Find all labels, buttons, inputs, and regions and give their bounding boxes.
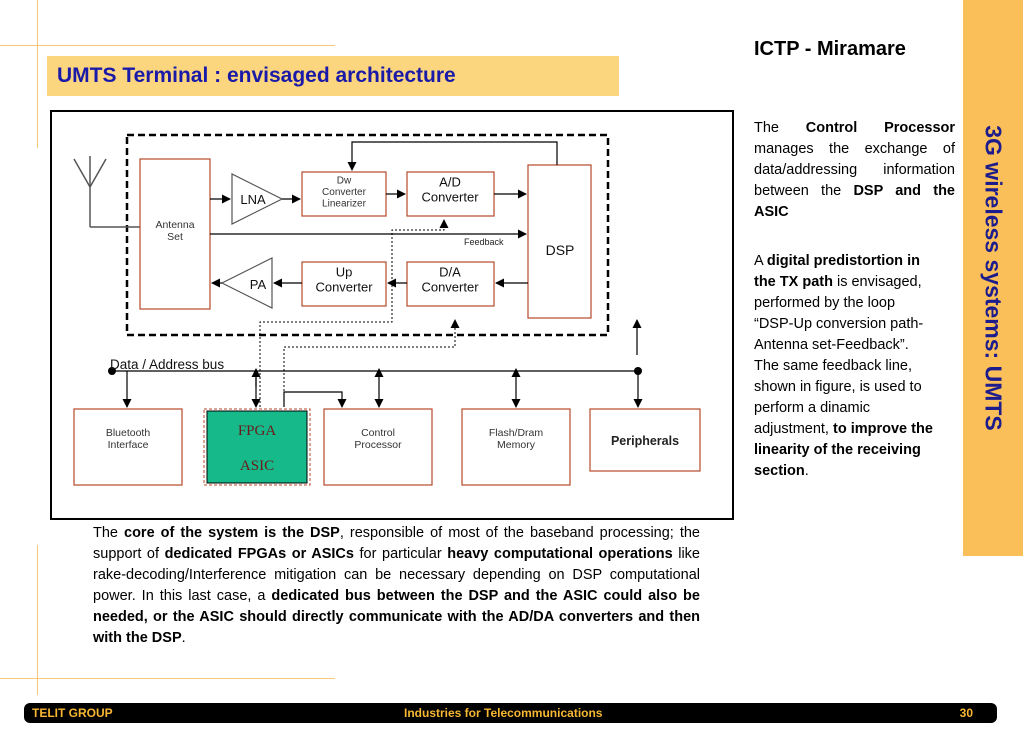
fpga-asic-block (206, 410, 308, 484)
bold-text-run: dedicated bus between the DSP and the AS… (93, 588, 700, 646)
pa-amplifier (220, 257, 273, 309)
control-processor-note: The Control Processor manages the exchan… (754, 118, 955, 223)
bold-text-run: DSP and the ASIC (754, 183, 955, 220)
text-run: A (754, 253, 767, 269)
dw-converter-block (301, 171, 387, 217)
bold-text-run: digital predistortion in the TX path (754, 253, 920, 290)
lna-label: LNA (240, 192, 266, 207)
fpga-asic-outline (203, 408, 311, 486)
institution-label: ICTP - Miramare (754, 38, 906, 60)
asic-link-da (283, 319, 460, 407)
text-run: , responsible of most of the baseband pr… (93, 525, 701, 562)
bluetooth-interface-block (73, 408, 183, 486)
bold-text-run: to improve the linearity of the receivin… (754, 421, 933, 479)
side-banner: 3G wireless systems: UMTS (963, 0, 1023, 556)
antenna-set-block (139, 158, 211, 310)
footer-bar: TELIT GROUP Industries for Telecommunica… (24, 703, 997, 723)
dsp-core-description: The core of the system is the DSP, respo… (93, 523, 700, 649)
up-converter-block (301, 261, 387, 307)
title-banner: UMTS Terminal : envisaged architecture (47, 56, 619, 96)
dsp-control-loop (347, 141, 558, 171)
bold-text-run: core of the system is the DSP (124, 525, 340, 541)
decorative-line (0, 45, 335, 46)
page-number: 30 (959, 706, 973, 720)
da-converter-block (406, 261, 495, 307)
text-run: manages the exchange of data/addressing … (754, 141, 955, 199)
bus-start-dot (108, 367, 116, 375)
bold-text-run: dedicated FPGAs or ASICs (164, 546, 354, 562)
asic-label: ASIC (240, 458, 274, 474)
text-run: The (754, 120, 806, 136)
lna-amplifier (231, 173, 284, 225)
feedback-label: Feedback (464, 237, 504, 247)
decorative-line (0, 678, 335, 679)
peripherals-block (589, 408, 701, 472)
pa-label: PA (250, 277, 267, 292)
decorative-line (37, 545, 38, 695)
peripherals-label: Peripherals (611, 434, 679, 448)
footer-tagline: Industries for Telecommunications (404, 706, 603, 720)
predistortion-note: A digital predistortion in the TX path i… (754, 251, 934, 482)
text-run: . (804, 463, 809, 479)
text-run: like rake-decoding/Interference mitigati… (93, 546, 700, 604)
bus-label: Data / Address bus (110, 357, 224, 372)
control-processor-block (323, 408, 433, 486)
fpga-label: FPGA (238, 423, 277, 439)
flash-memory-block (461, 408, 571, 486)
side-banner-title: 3G wireless systems: UMTS (980, 125, 1007, 431)
text-run: . (181, 630, 186, 646)
antenna-icon (73, 156, 140, 228)
dsp-block (527, 164, 592, 319)
asic-link-ad (259, 219, 449, 407)
decorative-line (37, 0, 38, 148)
text-run: The (93, 525, 125, 541)
text-run: for particular (353, 546, 448, 562)
bold-text-run: heavy computational operations (447, 546, 673, 562)
fpga-to-control-link (283, 391, 347, 408)
bold-text-run: Control Processor (805, 120, 956, 136)
text-run: is envisaged, performed by the loop “DSP… (754, 274, 924, 437)
dsp-label: DSP (546, 242, 575, 258)
footer-company: TELIT GROUP (32, 706, 113, 720)
page-title: UMTS Terminal : envisaged architecture (57, 64, 456, 87)
